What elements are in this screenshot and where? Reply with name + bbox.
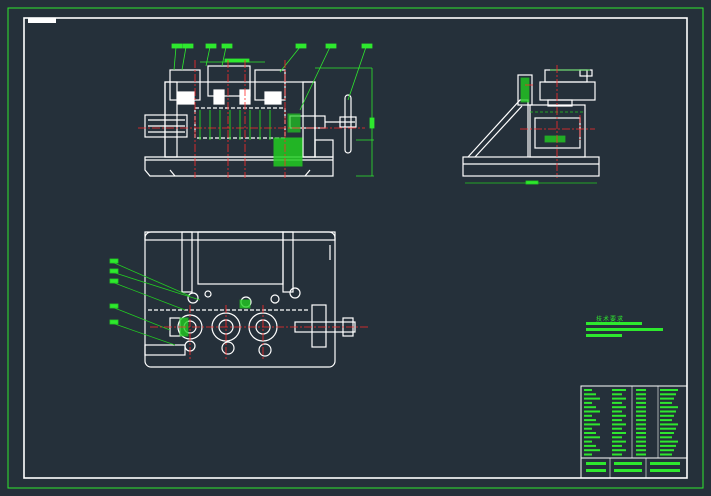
title-block-row-mark — [612, 389, 626, 391]
title-block-row-mark — [612, 419, 622, 422]
title-block-row-mark — [584, 414, 592, 417]
tech-requirements-lines — [586, 322, 663, 337]
title-block-row-mark — [612, 410, 622, 413]
title-block-row-mark — [636, 444, 646, 447]
title-block-row-mark — [584, 401, 592, 404]
title-block-row-mark — [660, 453, 672, 456]
title-block-row-mark — [660, 436, 672, 439]
title-block-row-mark — [660, 397, 674, 400]
title-block-row-mark — [636, 401, 646, 404]
title-block-footer-mark — [650, 469, 680, 472]
sheet-tab — [28, 18, 56, 23]
outer-frame — [7, 7, 704, 489]
title-block-footer-mark — [614, 469, 642, 472]
title-block-footer-mark — [650, 462, 680, 465]
title-block-footer-mark — [586, 462, 606, 465]
front-view-centerlines — [138, 60, 365, 178]
front-view-hatch — [199, 110, 303, 167]
title-block-row-mark — [612, 449, 626, 452]
title-block-row-mark — [660, 444, 676, 447]
title-block-row-mark — [660, 427, 676, 430]
title-block-row-mark — [660, 419, 672, 422]
title-block-row-mark — [636, 449, 646, 452]
title-block-row-mark — [636, 427, 646, 430]
title-block-row-mark — [584, 389, 592, 391]
title-block-row-mark — [636, 423, 646, 426]
title-block-row-mark — [636, 393, 646, 396]
title-block-row-mark — [636, 414, 646, 417]
title-block-row-mark — [660, 449, 674, 452]
title-block-row-mark — [636, 410, 646, 413]
top-view-hatch — [109, 258, 251, 346]
title-block-footer-mark — [586, 469, 606, 472]
title-block-rows — [584, 389, 680, 472]
side-view-centerlines — [520, 65, 595, 178]
title-block-row-mark — [660, 432, 674, 434]
title-block-row-mark — [584, 419, 596, 422]
title-block-row-mark — [584, 436, 600, 439]
title-block-row-mark — [636, 397, 646, 400]
title-block-footer-mark — [614, 462, 642, 465]
title-block-row-mark — [636, 440, 646, 443]
title-block-row-mark — [584, 427, 592, 430]
title-block-row-mark — [660, 414, 674, 417]
title-block-row-mark — [612, 401, 622, 404]
inner-border — [23, 17, 688, 479]
title-block-row-mark — [660, 406, 678, 409]
title-block-row-mark — [612, 444, 622, 447]
title-block-row-mark — [584, 449, 600, 452]
title-block-row-mark — [612, 406, 626, 409]
side-view-hatch — [465, 69, 597, 185]
title-block-row-mark — [636, 389, 646, 391]
title-block-row-mark — [584, 423, 600, 426]
technical-requirements-heading: 技术要求 — [596, 316, 625, 323]
title-block-row-mark — [612, 393, 622, 396]
title-block-row-mark — [636, 406, 646, 409]
title-block-row-mark — [612, 436, 622, 439]
title-block-row-mark — [612, 432, 626, 434]
title-block-row-mark — [660, 393, 676, 396]
title-block-row-mark — [584, 410, 600, 413]
title-block-row-mark — [660, 401, 672, 404]
title-block-row-mark — [612, 427, 622, 430]
top-view-centerlines — [150, 305, 368, 360]
title-block-row-mark — [636, 453, 646, 456]
title-block-row-mark — [584, 440, 592, 443]
side-view — [462, 69, 600, 177]
title-block — [580, 385, 688, 479]
title-block-row-mark — [584, 453, 592, 456]
title-block-row-mark — [660, 410, 676, 413]
title-block-row-mark — [584, 397, 600, 400]
title-block-row-mark — [612, 397, 626, 400]
title-block-row-mark — [584, 406, 596, 409]
title-block-row-mark — [584, 432, 596, 434]
title-block-row-mark — [612, 453, 622, 456]
top-view — [144, 231, 356, 368]
title-block-row-mark — [636, 419, 646, 422]
title-block-row-mark — [612, 440, 626, 443]
title-block-row-mark — [612, 414, 626, 417]
title-block-row-mark — [660, 440, 678, 443]
title-block-row-mark — [660, 423, 678, 426]
title-block-row-mark — [584, 393, 596, 396]
front-view-leaders — [171, 43, 375, 177]
title-block-row-mark — [660, 389, 678, 391]
title-block-row-mark — [636, 436, 646, 439]
title-block-row-mark — [612, 423, 626, 426]
title-block-row-mark — [584, 444, 596, 447]
title-block-row-mark — [636, 432, 646, 434]
